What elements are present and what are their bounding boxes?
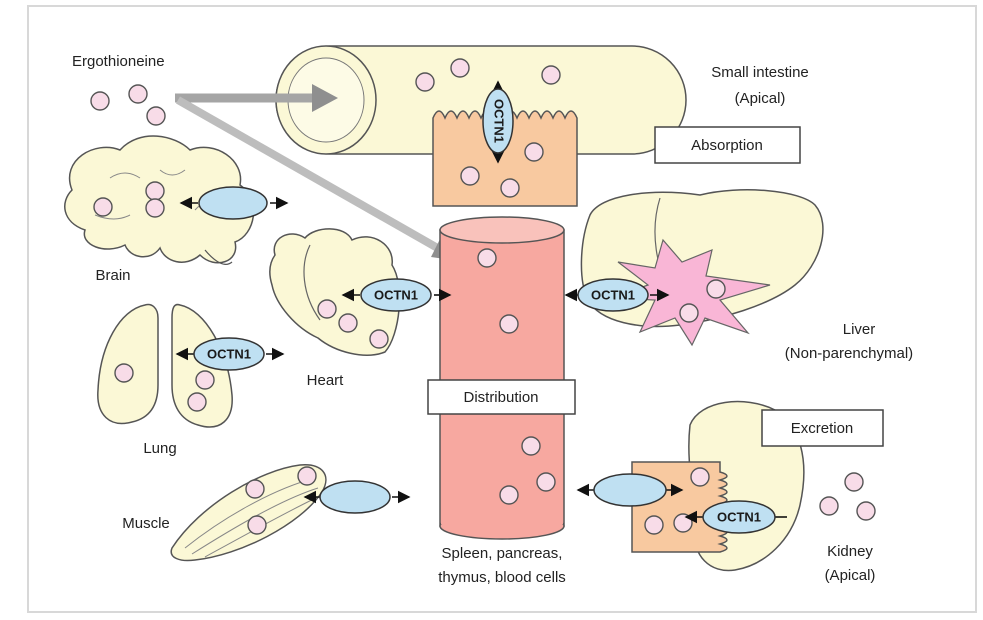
transporter-label-liver: OCTN1	[591, 287, 635, 302]
ergothioneine-molecule-icon	[857, 502, 875, 520]
ergothioneine-molecule-icon	[478, 249, 496, 267]
ergothioneine-molecule-icon	[542, 66, 560, 84]
ergothioneine-molecule-icon	[691, 468, 709, 486]
transporter-liver: OCTN1	[578, 279, 648, 311]
ergothioneine-molecule-icon	[146, 182, 164, 200]
transporter-icon	[320, 481, 390, 513]
distribution-label: Distribution	[463, 389, 538, 406]
vessel-organs-label-line1: Spleen, pancreas,	[442, 545, 563, 562]
absorption-label: Absorption	[691, 137, 763, 154]
transporter-label-lung: OCTN1	[207, 346, 251, 361]
excretion-label: Excretion	[791, 420, 854, 437]
ergothioneine-molecule-icon	[501, 179, 519, 197]
ergothioneine-molecule-icon	[147, 107, 165, 125]
ergothioneine-molecule-icon	[820, 497, 838, 515]
distribution-box: Distribution	[428, 380, 575, 414]
ergothioneine-molecule-icon	[246, 480, 264, 498]
transporter-label-kidney: OCTN1	[717, 509, 761, 524]
ergothioneine-molecule-icon	[416, 73, 434, 91]
brain-label: Brain	[95, 267, 130, 284]
transporter-heart: OCTN1	[361, 279, 431, 311]
ergothioneine-molecule-icon	[146, 199, 164, 217]
ergothioneine-label: Ergothioneine	[72, 53, 165, 70]
transporter-muscle	[320, 481, 390, 513]
ergothioneine-molecule-icon	[500, 315, 518, 333]
ergothioneine-molecule-icon	[451, 59, 469, 77]
ergothioneine-molecule-icon	[94, 198, 112, 216]
small-intestine-label: Small intestine	[711, 64, 809, 81]
transporter-label-intestine: OCTN1	[492, 99, 507, 143]
transporter-icon	[199, 187, 267, 219]
transporter-icon	[594, 474, 666, 506]
liver-label: Liver	[843, 321, 876, 338]
transporter-kidney-basal	[594, 474, 666, 506]
ergothioneine-molecule-icon	[461, 167, 479, 185]
lung-label: Lung	[143, 440, 176, 457]
transporter-lung: OCTN1	[194, 338, 264, 370]
muscle-label: Muscle	[122, 515, 170, 532]
ergothioneine-molecule-icon	[188, 393, 206, 411]
ergothioneine-molecule-icon	[318, 300, 336, 318]
ergothioneine-molecule-icon	[248, 516, 266, 534]
kidney-sublabel: (Apical)	[825, 567, 876, 584]
ergothioneine-molecule-icon	[645, 516, 663, 534]
ergothioneine-molecule-icon	[196, 371, 214, 389]
ergothioneine-molecule-icon	[707, 280, 725, 298]
excretion-box: Excretion	[762, 410, 883, 446]
ergothioneine-molecule-icon	[370, 330, 388, 348]
ergothioneine-molecule-icon	[115, 364, 133, 382]
small-intestine-sublabel: (Apical)	[735, 90, 786, 107]
transporter-brain	[199, 187, 267, 219]
ergothioneine-molecule-icon	[845, 473, 863, 491]
transporter-kidney: OCTN1	[703, 501, 775, 533]
vessel-organs-label-line2: thymus, blood cells	[438, 569, 566, 586]
ergothioneine-molecule-icon	[500, 486, 518, 504]
liver-sublabel: (Non-parenchymal)	[785, 345, 913, 362]
transporter-intestine: OCTN1	[483, 89, 513, 153]
heart-label: Heart	[307, 372, 345, 389]
ergothioneine-molecule-icon	[91, 92, 109, 110]
ergothioneine-molecule-icon	[339, 314, 357, 332]
ergothioneine-molecule-icon	[680, 304, 698, 322]
kidney-label: Kidney	[827, 543, 873, 560]
ergothioneine-molecule-icon	[298, 467, 316, 485]
ergothioneine-molecule-icon	[525, 143, 543, 161]
absorption-box: Absorption	[655, 127, 800, 163]
transporter-label-heart: OCTN1	[374, 287, 418, 302]
ergothioneine-molecule-icon	[537, 473, 555, 491]
ergothioneine-molecule-icon	[522, 437, 540, 455]
ergothioneine-molecule-icon	[129, 85, 147, 103]
